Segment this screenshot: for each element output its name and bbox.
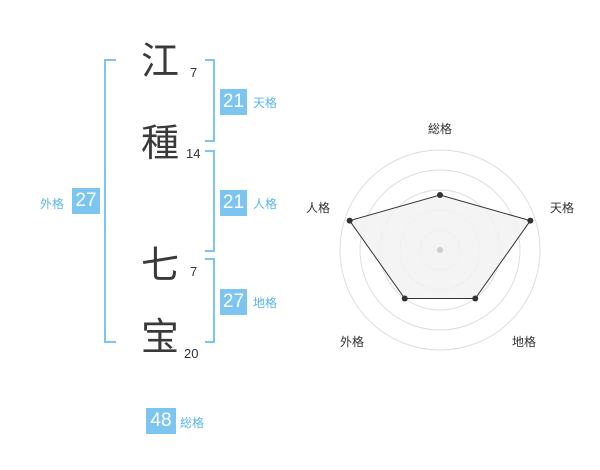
chikaku-label: 地格 bbox=[253, 296, 278, 310]
jinkaku-value: 21 bbox=[220, 190, 247, 216]
axis-label-chikaku: 地格 bbox=[512, 334, 536, 349]
stroke-count-2: 14 bbox=[186, 146, 201, 161]
stroke-count-3: 7 bbox=[190, 264, 198, 279]
jinkaku-bracket bbox=[205, 150, 215, 252]
axis-label-soukaku: 総格 bbox=[428, 121, 452, 136]
radar-polygon bbox=[348, 194, 532, 300]
axis-label-tenkaku: 天格 bbox=[550, 200, 574, 215]
tenkaku-bracket bbox=[205, 59, 215, 142]
radar-point bbox=[401, 295, 408, 302]
name-char-2: 種 bbox=[141, 121, 180, 165]
chikaku-bracket bbox=[205, 258, 215, 343]
soukaku-value: 48 bbox=[146, 408, 176, 434]
radar-point bbox=[346, 217, 353, 224]
stroke-count-1: 7 bbox=[190, 65, 198, 80]
radar-ring bbox=[339, 149, 541, 351]
gaikaku-label: 外格 bbox=[40, 197, 65, 211]
gaikaku-value: 27 bbox=[72, 188, 100, 214]
name-char-1: 江 bbox=[141, 39, 180, 83]
radar-point bbox=[527, 217, 534, 224]
name-char-3: 七 bbox=[141, 243, 180, 287]
radar-ring bbox=[359, 169, 521, 331]
axis-label-gaikaku: 外格 bbox=[340, 334, 364, 349]
axis-label-jinkaku: 人格 bbox=[306, 200, 330, 215]
name-char-4: 宝 bbox=[141, 315, 180, 359]
chikaku-value: 27 bbox=[220, 289, 247, 315]
tenkaku-value: 21 bbox=[220, 89, 247, 115]
gaikaku-bracket bbox=[104, 59, 116, 343]
radar-point bbox=[437, 192, 443, 198]
radar-point bbox=[472, 295, 479, 302]
radar-center-dot bbox=[437, 247, 443, 253]
stroke-count-4: 20 bbox=[184, 346, 199, 361]
tenkaku-label: 天格 bbox=[253, 96, 278, 110]
soukaku-label: 総格 bbox=[180, 416, 205, 430]
jinkaku-label: 人格 bbox=[253, 197, 278, 211]
